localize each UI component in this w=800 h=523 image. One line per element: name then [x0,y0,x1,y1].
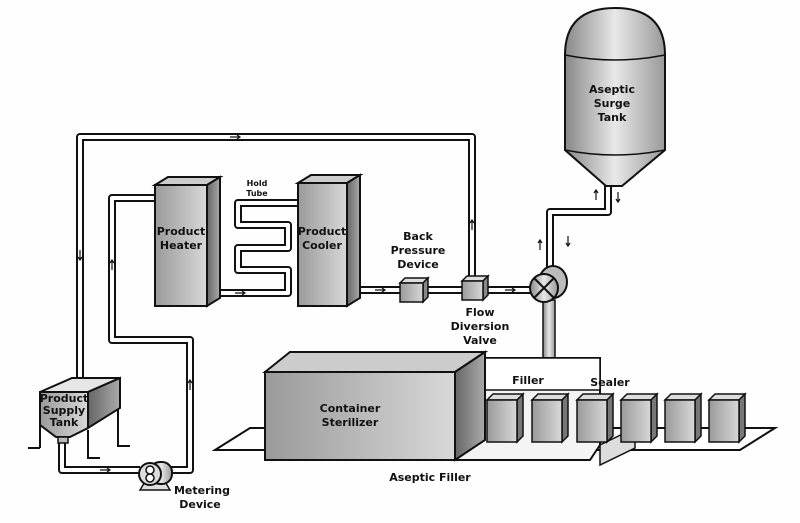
container-sterilizer [264,371,456,461]
back-pressure-label-3: Device [397,258,439,271]
containers [485,392,747,444]
container-4 [619,392,659,444]
hold-tube-pipe [205,199,300,297]
surge-tank-label-2: Surge [594,97,631,110]
heater-label-2: Heater [160,239,203,252]
sterilizer-label-2: Sterilizer [322,416,379,429]
cooler-label-1: Product [298,225,347,238]
cooler-label-2: Cooler [302,239,342,252]
metering-pump [138,461,173,491]
surge-tank-label-3: Tank [598,111,627,124]
back-pressure-label-1: Back [403,230,433,243]
filler-label: Filler [512,374,544,387]
supply-tank-label-3: Tank [50,416,79,429]
surge-pipe [546,185,612,275]
supply-tank-label-2: Supply [43,404,85,417]
container-3 [575,392,615,444]
aseptic-surge-tank: Aseptic Surge Tank [564,6,666,187]
sterilizer-label-1: Container [320,402,381,415]
product-heater: Product Heater [151,175,224,308]
supply-tank-label-1: Product [40,392,89,405]
product-supply-tank: Product Supply Tank [28,376,130,459]
sealer-label: Sealer [590,376,630,389]
flow-diversion-label-2: Diversion [451,320,510,333]
flow-diversion-label-3: Valve [463,334,497,347]
hold-tube-label-1: Hold [247,179,268,188]
container-5 [663,392,703,444]
three-way-valve [529,265,568,303]
container-1 [485,392,525,444]
container-2 [530,392,570,444]
surge-tank-label-1: Aseptic [589,83,635,96]
metering-label-2: Device [179,498,221,511]
metering-label-1: Metering [174,484,230,497]
back-pressure-label-2: Pressure [391,244,446,257]
product-cooler: Product Cooler [294,173,364,308]
container-6 [707,392,747,444]
aseptic-filler-label: Aseptic Filler [389,471,471,484]
back-pressure-device [398,276,430,304]
flow-diversion-label-1: Flow [465,306,494,319]
flow-arrows [77,134,621,473]
flow-diversion-valve [460,274,490,302]
feed-pipe [58,194,194,474]
heater-label-1: Product [157,225,206,238]
hold-tube-label-2: Tube [246,189,268,198]
